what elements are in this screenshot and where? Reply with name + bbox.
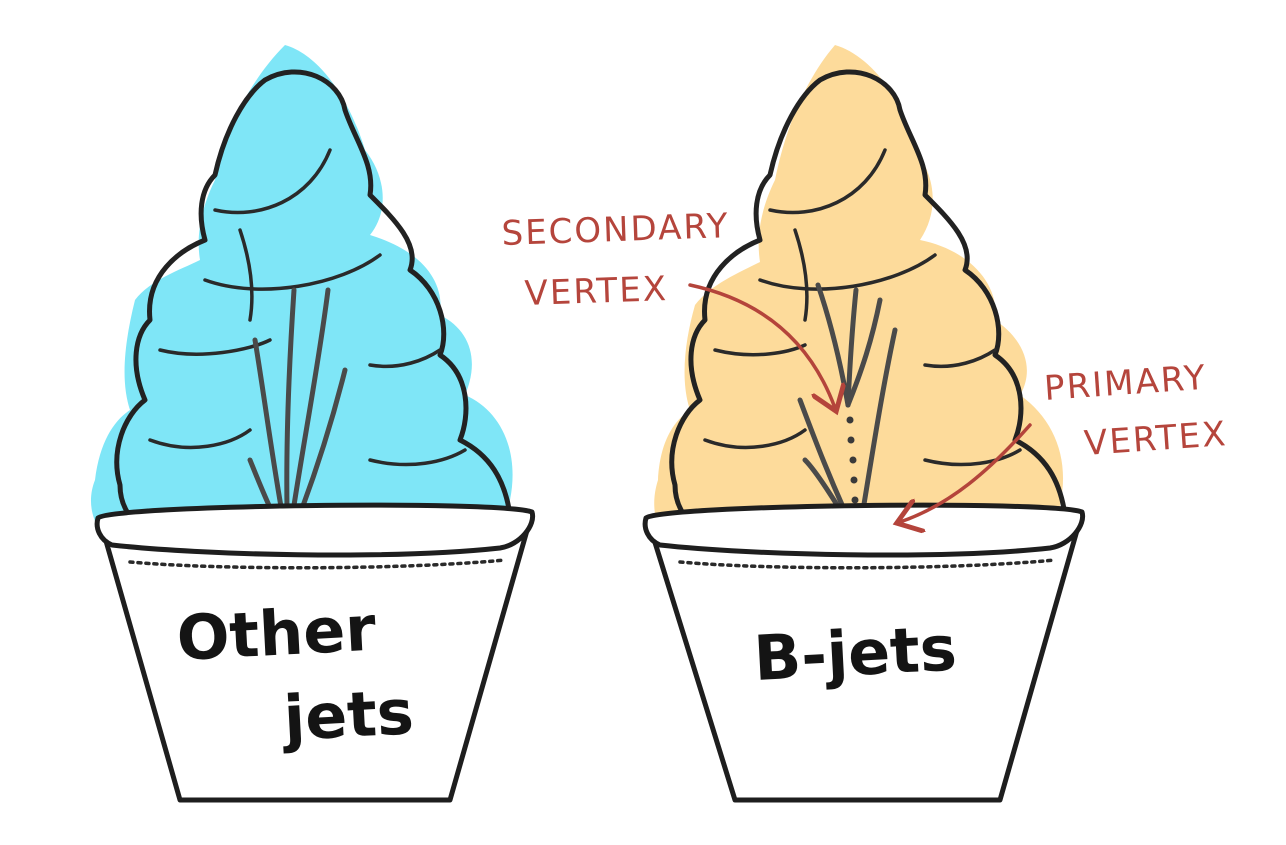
right-swirl-fold [768,148,887,215]
left-swirl-fold [238,228,254,322]
left-swirl-fold [158,338,272,356]
left-swirl-fold [203,253,382,291]
right-swirl-fold [923,448,1022,467]
b-jets-cone: B-jets [642,45,1086,803]
b-hadron-flight-path [846,416,860,522]
left-cup-label-line1: Other [175,592,378,675]
primary-vertex-label-line2: VERTEX [1083,414,1229,464]
right-swirl-fold [758,253,937,291]
primary-vertex-arrow [900,423,1032,522]
right-cup-rim-shadow [678,558,1057,570]
secondary-vertex-label-line1: SECONDARY [501,206,730,254]
primary-vertex-label-line1: PRIMARY [1043,358,1208,409]
right-cup-label: B-jets [752,611,958,695]
left-swirl-fold [213,148,332,215]
right-swirl-fold [793,228,809,322]
left-cup-rim [94,502,536,558]
right-cup-rim [642,502,1086,558]
left-swirl-fold [148,428,252,450]
right-swirl-outline [669,69,1068,543]
other-jets-cone: Other jets [90,45,536,803]
left-cup-rim-shadow [128,558,507,570]
left-swirl-fold [368,348,442,369]
right-swirl-color [654,45,1064,540]
left-swirl-color [90,45,513,540]
left-swirl-fold [368,448,467,467]
left-cup-label-line2: jets [279,675,415,755]
left-swirl-outline [114,69,513,543]
right-swirl-fold [923,348,997,369]
secondary-vertex-label-line2: VERTEX [524,269,669,314]
right-swirl-fold [703,428,807,450]
secondary-vertex-arrow [688,283,835,408]
